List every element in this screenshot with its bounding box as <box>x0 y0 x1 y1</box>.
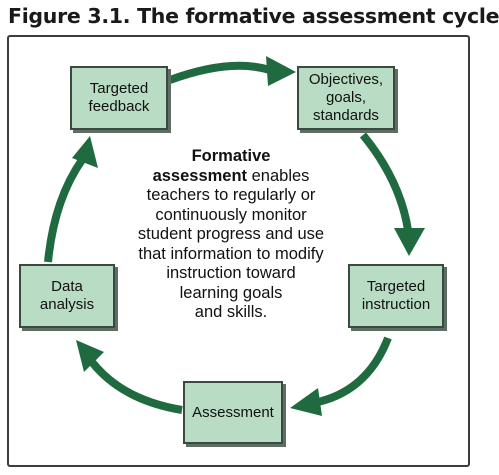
node-objectives-label: Objectives, goals, standards <box>308 71 384 124</box>
node-targeted-instruction: Targeted instruction <box>348 264 444 328</box>
arrow-feedback-to-objectives <box>168 61 272 84</box>
center-bold-line2: assessment <box>152 166 248 185</box>
cycle-arrows <box>44 56 425 416</box>
center-line: instruction toward <box>166 264 296 282</box>
center-line: learning goals <box>179 283 283 302</box>
figure-title: Figure 3.1. The formative assessment cyc… <box>8 4 499 28</box>
center-line: teachers to regularly or <box>146 186 316 204</box>
arrowhead-data <box>76 340 104 372</box>
arrowhead-feedback <box>72 136 98 168</box>
arrowhead-objectives <box>266 56 296 86</box>
figure-frame <box>7 35 470 467</box>
arrowhead-assessment <box>290 388 322 416</box>
center-bold-line1: Formative <box>191 147 271 165</box>
arrow-assessment-to-data <box>88 359 183 414</box>
center-description: Formative assessment enables teachers to… <box>118 147 344 323</box>
center-line2-rest: enables <box>247 166 310 185</box>
node-data-analysis: Data analysis <box>19 264 115 328</box>
node-assessment-label: Assessment <box>192 403 274 421</box>
node-objectives-goals-standards: Objectives, goals, standards <box>297 66 395 130</box>
node-targeted-feedback: Targeted feedback <box>70 66 168 130</box>
arrow-objectives-to-instruction <box>359 132 412 231</box>
node-targeted-feedback-label: Targeted feedback <box>88 80 150 115</box>
node-data-analysis-label: Data analysis <box>39 278 95 313</box>
arrow-data-to-feedback <box>44 157 86 263</box>
center-line: student progress and use <box>137 225 325 243</box>
arrowhead-instruction <box>394 228 425 256</box>
center-line: continuously monitor <box>155 205 307 224</box>
node-assessment: Assessment <box>183 381 283 444</box>
node-targeted-instruction-label: Targeted instruction <box>361 278 431 313</box>
arrow-instruction-to-assessment <box>317 336 392 406</box>
center-line: that information to modify <box>138 244 324 263</box>
center-line: and skills. <box>194 303 268 321</box>
